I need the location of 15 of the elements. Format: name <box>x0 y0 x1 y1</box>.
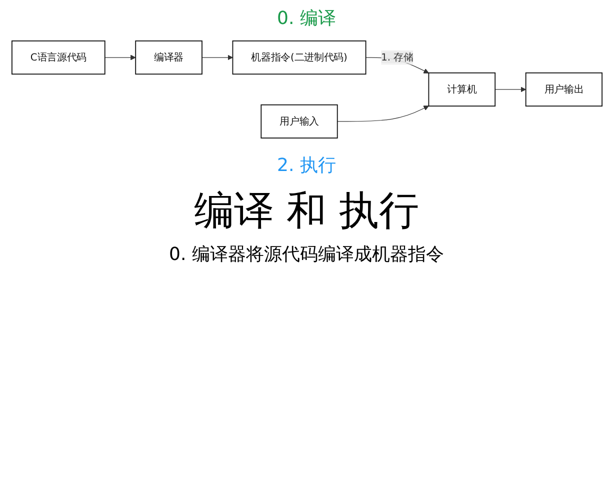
node-box: 用户输入 <box>260 104 338 138</box>
step-label: 0. 编译 <box>276 7 337 30</box>
step-label: 2. 执行 <box>276 154 337 177</box>
node-box: 用户输出 <box>524 72 602 107</box>
caption: 0. 编译器将源代码编译成机器指令 <box>168 242 445 266</box>
arrow <box>201 54 232 60</box>
arrow <box>104 54 136 60</box>
node-box: 机器指令(二进制代码) <box>232 40 366 75</box>
arrow <box>336 106 428 122</box>
edge-label: 1. 存储 <box>380 51 413 64</box>
arrow <box>494 86 526 92</box>
node-box: 计算机 <box>428 72 496 107</box>
node-box: C语言源代码 <box>10 40 105 75</box>
title: 编译 和 执行 <box>192 186 420 236</box>
node-box: 编译器 <box>134 40 202 75</box>
